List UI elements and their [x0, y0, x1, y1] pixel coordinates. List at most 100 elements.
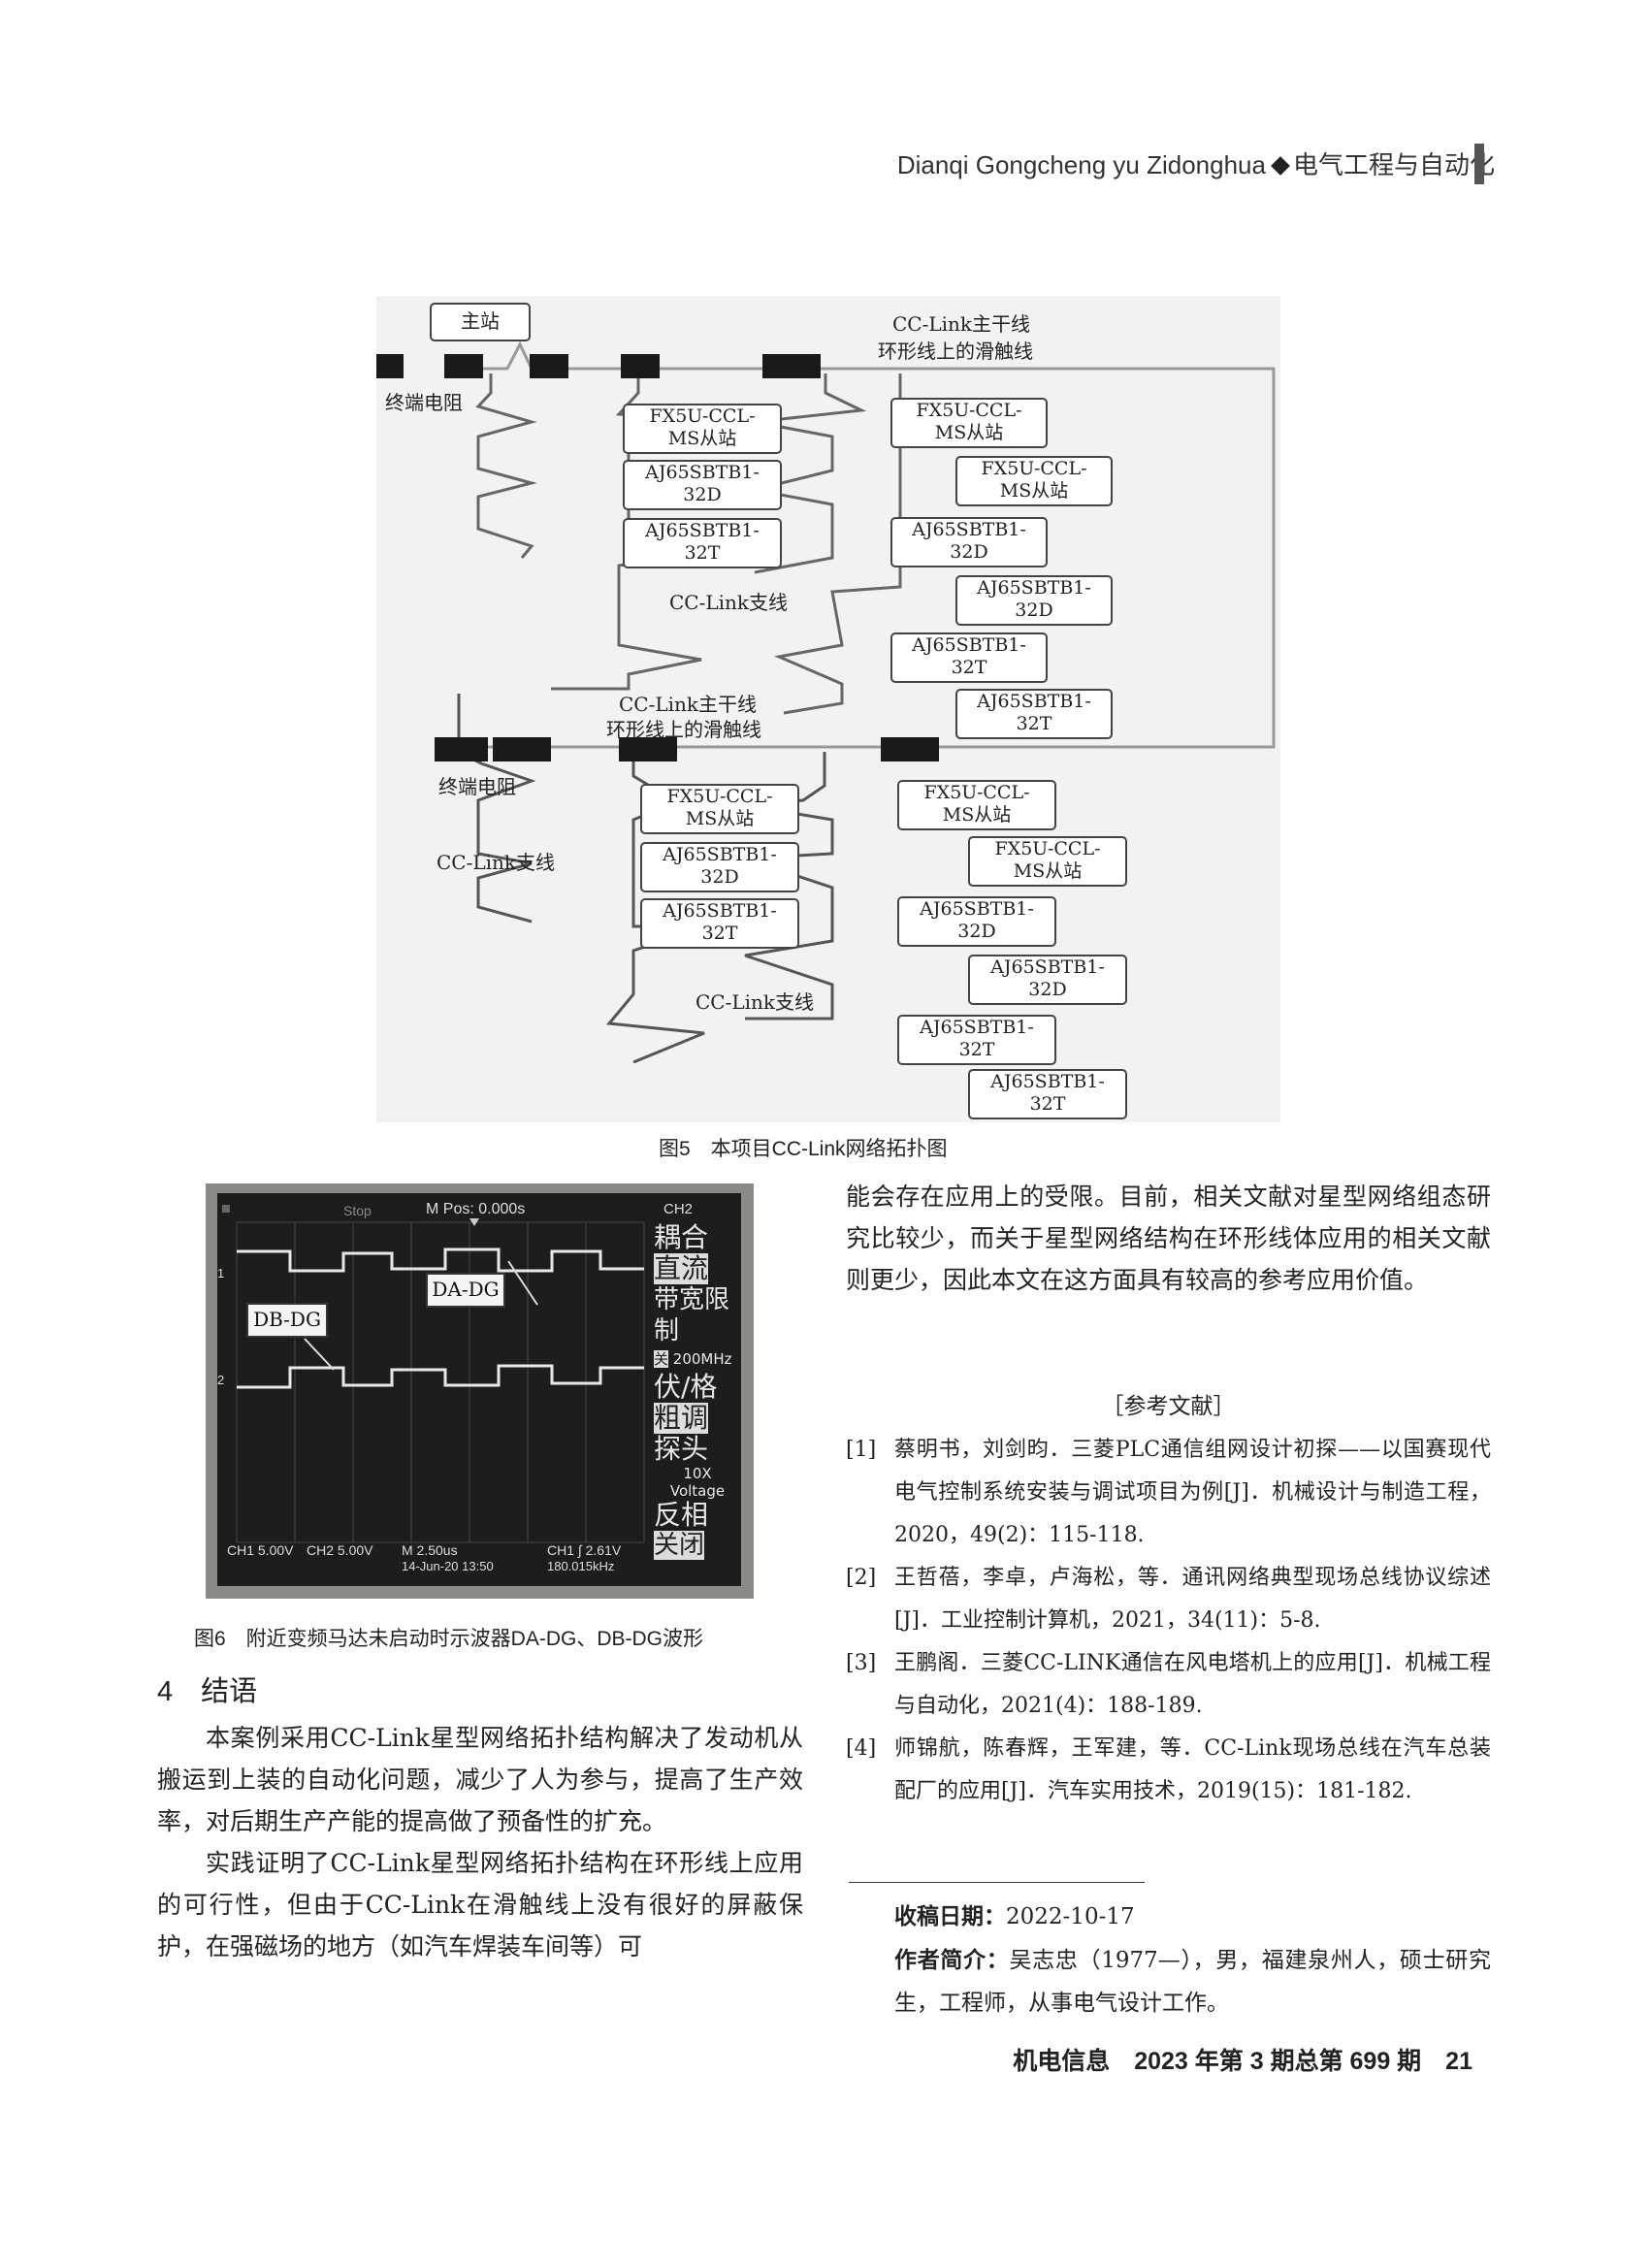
reference-item: [3] 王鹏阁．三菱CC-LINK通信在风电塔机上的应用[J]．机械工程与自动化，…: [846, 1642, 1491, 1728]
reference-item: [2]王哲蓓，李卓，卢海松，等．通讯网络典型现场总线协议综述[J]．工业控制计算…: [846, 1557, 1491, 1642]
aj65sbtb1-model: AJ65SBTB1-: [912, 519, 1026, 540]
scope-mpos: M Pos: 0.000s: [426, 1201, 526, 1217]
aj65sbtb1-variant: 32D: [1015, 599, 1053, 621]
aj65sbtb1-variant: 32D: [683, 484, 722, 505]
fx5u-role: MS从站: [1013, 860, 1083, 882]
scope-ch2-title: CH2: [663, 1201, 694, 1217]
aj65sbtb1-variant: 32T: [684, 542, 721, 564]
fx5u-model: FX5U-CCL-: [649, 405, 756, 427]
scope-bw: 200MHz: [672, 1350, 732, 1368]
fx5u-role: MS从站: [667, 428, 737, 449]
aj65sbtb1-32t-box: AJ65SBTB1-32T: [968, 1069, 1127, 1119]
station-block: [881, 737, 939, 761]
aj65sbtb1-variant: 32T: [958, 1039, 995, 1060]
scope-ch1-scale: CH1 5.00V: [227, 1542, 294, 1558]
aj65sbtb1-model: AJ65SBTB1-: [663, 844, 777, 865]
fx5u-box: FX5U-CCL-MS从站: [968, 836, 1127, 887]
scope-ch2-scale: CH2 5.00V: [307, 1542, 373, 1558]
station-block: [530, 354, 568, 378]
diamond-icon: [1271, 155, 1290, 176]
scope-date: 14-Jun-20 13:50: [402, 1559, 494, 1573]
scope-volts-div: 伏/格: [654, 1371, 718, 1403]
label-da-dg: DA-DG: [426, 1273, 505, 1308]
fx5u-model: FX5U-CCL-: [666, 786, 773, 807]
scope-probe: 探头: [654, 1433, 709, 1465]
station-block: [762, 354, 821, 378]
aj65sbtb1-variant: 32D: [950, 541, 988, 563]
reference-number: [3]: [846, 1651, 877, 1675]
references-list: [1] 蔡明书，刘剑昀．三菱PLC通信组网设计初探——以国赛现代电气控制系统安装与…: [846, 1429, 1491, 1813]
aj65sbtb1-variant: 32T: [1016, 713, 1052, 734]
fx5u-role: MS从站: [934, 422, 1004, 443]
references-title: ［参考文献］: [1101, 1394, 1236, 1419]
station-block: [619, 737, 677, 761]
station-block: [444, 354, 483, 378]
fx5u-model: FX5U-CCL-: [916, 400, 1022, 421]
scope-invert-off: 关闭: [654, 1531, 705, 1560]
aj65sbtb1-model: AJ65SBTB1-: [990, 956, 1105, 978]
fx5u-role: MS从站: [999, 480, 1069, 502]
aj65sbtb1-variant: 32T: [951, 657, 987, 678]
scope-coarse: 粗调: [654, 1402, 709, 1434]
aj65sbtb1-32t-box: AJ65SBTB1-32T: [890, 632, 1048, 683]
page-footer: 机电信息 2023 年第 3 期总第 699 期 21: [1013, 2048, 1472, 2075]
author-bio: 作者简介：吴志忠（1977—），男，福建泉州人，硕士研究生，工程师，从事电气设计…: [894, 1938, 1491, 2025]
reference-item: [1] 蔡明书，刘剑昀．三菱PLC通信组网设计初探——以国赛现代电气控制系统安装与…: [846, 1429, 1491, 1557]
figure6-photo: Stop M Pos: 0.000s CH2 1 2 耦合 直流 带宽限制 关 …: [206, 1183, 754, 1599]
branch-line-label-2: CC-Link支线: [437, 851, 556, 874]
scope-time-scale: M 2.50us: [402, 1542, 458, 1558]
figure5-diagram: [365, 340, 1276, 1064]
section-heading: 4 结语: [157, 1676, 258, 1707]
aj65sbtb1-32d-box: AJ65SBTB1-32D: [955, 575, 1113, 626]
trunk-line-sub-label-2: 环形线上的滑触线: [606, 718, 761, 741]
received-date: 收稿日期：2022-10-17: [894, 1895, 1491, 1938]
reference-text: 王哲蓓，李卓，卢海松，等．通讯网络典型现场总线协议综述[J]．工业控制计算机，2…: [894, 1566, 1491, 1633]
footnote-rule: [849, 1882, 1145, 1883]
aj65sbtb1-variant: 32D: [700, 866, 739, 888]
aj65sbtb1-variant: 32D: [957, 921, 996, 942]
scope-dc: 直流: [654, 1252, 709, 1284]
terminal-resistor-label-2: 终端电阻: [438, 775, 516, 798]
scope-bw-limit: 带宽限制: [654, 1285, 730, 1345]
aj65sbtb1-model: AJ65SBTB1-: [645, 520, 760, 541]
aj65sbtb1-32d-box: AJ65SBTB1-32D: [640, 842, 799, 892]
oscilloscope-screen: Stop M Pos: 0.000s CH2 1 2 耦合 直流 带宽限制 关 …: [217, 1193, 741, 1586]
terminal-block: [365, 354, 404, 378]
scope-probe-x: 10X: [683, 1465, 712, 1482]
aj65sbtb1-32d-box: AJ65SBTB1-32D: [623, 460, 782, 510]
aj65sbtb1-model: AJ65SBTB1-: [990, 1071, 1105, 1092]
station-block: [493, 737, 551, 761]
scope-stop: Stop: [343, 1203, 372, 1218]
oscilloscope-waveforms: [222, 1205, 645, 1543]
aj65sbtb1-32t-box: AJ65SBTB1-32T: [955, 689, 1113, 739]
scope-invert: 反相: [654, 1499, 709, 1531]
scope-bw-off: 关: [654, 1350, 669, 1368]
conclusion-paragraph-2: 实践证明了CC-Link星型网络拓扑结构在环形线上应用的可行性，但由于CC-Li…: [157, 1849, 803, 1960]
reference-text: 王鹏阁．三菱CC-LINK通信在风电塔机上的应用[J]．机械工程与自动化，202…: [894, 1651, 1491, 1718]
received-label: 收稿日期：: [894, 1903, 1006, 1928]
aj65sbtb1-32d-box: AJ65SBTB1-32D: [890, 517, 1048, 567]
reference-text: 蔡明书，刘剑昀．三菱PLC通信组网设计初探——以国赛现代电气控制系统安装与调试项…: [894, 1438, 1491, 1547]
header-bar: [1474, 144, 1484, 184]
fx5u-box: FX5U-CCL-MS从站: [955, 456, 1113, 506]
received-value: 2022-10-17: [1006, 1904, 1135, 1929]
figure5-panel: [365, 296, 1280, 1122]
reference-number: [1]: [846, 1438, 877, 1462]
terminal-resistor-label-1: 终端电阻: [385, 391, 463, 414]
fx5u-box: FX5U-CCL-MS从站: [623, 404, 782, 454]
master-station-box: 主站: [430, 303, 531, 341]
scope-menu: 耦合 直流 带宽限制 关 200MHz 伏/格 粗调 探头 10X Voltag…: [654, 1222, 741, 1560]
fx5u-box: FX5U-CCL-MS从站: [890, 398, 1048, 448]
branch-line-label-3: CC-Link支线: [696, 990, 815, 1014]
aj65sbtb1-variant: 32D: [1028, 979, 1067, 1000]
continuation-paragraph: 能会存在应用上的受限。目前，相关文献对星型网络组态研究比较少，而关于星型网络结构…: [846, 1183, 1491, 1294]
conclusion-paragraph-1: 本案例采用CC-Link星型网络拓扑结构解决了发动机从搬运到上装的自动化问题，减…: [157, 1724, 803, 1835]
scope-trigger: CH1 ∫ 2.61V: [547, 1542, 622, 1558]
aj65sbtb1-model: AJ65SBTB1-: [977, 577, 1091, 599]
fx5u-box: FX5U-CCL-MS从站: [897, 780, 1056, 830]
aj65sbtb1-32t-box: AJ65SBTB1-32T: [623, 518, 782, 568]
left-column-text: 本案例采用CC-Link星型网络拓扑结构解决了发动机从搬运到上装的自动化问题，减…: [157, 1717, 803, 1967]
aj65sbtb1-model: AJ65SBTB1-: [920, 898, 1034, 920]
author-value: 吴志忠（1977—），男，福建泉州人，硕士研究生，工程师，从事电气设计工作。: [894, 1948, 1491, 2016]
scope-coupling: 耦合: [654, 1221, 709, 1253]
